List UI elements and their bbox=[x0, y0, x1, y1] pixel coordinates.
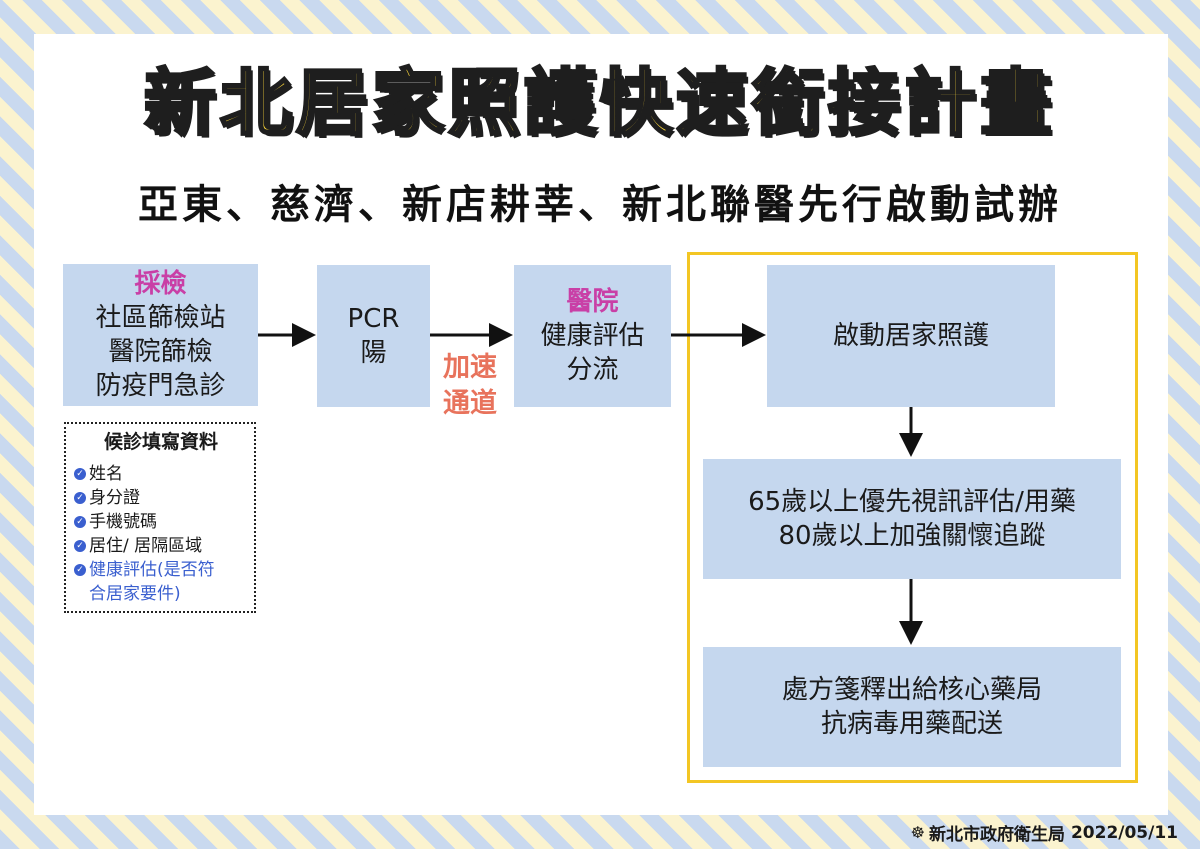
page-subtitle: 亞東、慈濟、新店耕莘、新北聯醫先行啟動試辦 bbox=[138, 182, 1062, 228]
home-care-frame bbox=[687, 252, 1138, 783]
delivery-line: 處方箋釋出給核心藥局 bbox=[781, 675, 1042, 705]
assessment-line: 80歲以上加強關懷追蹤 bbox=[778, 521, 1046, 551]
step-hospital-box: 醫院 健康評估 分流 bbox=[514, 265, 671, 407]
check-circle-icon: ✓ bbox=[74, 468, 86, 480]
footer-date: 2022/05/11 bbox=[1070, 822, 1178, 843]
checklist-item-label: 手機號碼 bbox=[89, 512, 157, 532]
assessment-line: 65歲以上優先視訊評估/用藥 bbox=[748, 487, 1076, 517]
step-hospital-line: 健康評估 bbox=[540, 321, 645, 351]
checklist-item: ✓ 手機號碼 bbox=[74, 510, 248, 534]
footer-org: 新北市政府衛生局 bbox=[928, 825, 1065, 845]
home-care-start-box: 啟動居家照護 bbox=[767, 265, 1055, 407]
delivery-line: 抗病毒用藥配送 bbox=[820, 709, 1003, 739]
step-screening-line: 醫院篩檢 bbox=[108, 337, 213, 367]
checklist-item-label: 居住/ 居隔區域 bbox=[89, 536, 203, 556]
step-hospital-line: 分流 bbox=[566, 355, 619, 385]
check-circle-icon: ✓ bbox=[74, 564, 86, 576]
checklist-item: ✓ 居住/ 居隔區域 bbox=[74, 534, 248, 558]
step-hospital-heading: 醫院 bbox=[566, 287, 619, 317]
health-bureau-logo-icon: ☸ bbox=[910, 823, 925, 842]
step-screening-heading: 採檢 bbox=[134, 269, 187, 299]
check-circle-icon: ✓ bbox=[74, 492, 86, 504]
step-pcr-box: PCR 陽 bbox=[317, 265, 430, 407]
checklist-item: ✓ 身分證 bbox=[74, 486, 248, 510]
footer: ☸ 新北市政府衛生局 2022/05/11 bbox=[910, 820, 1178, 846]
delivery-box: 處方箋釋出給核心藥局 抗病毒用藥配送 bbox=[703, 647, 1121, 767]
fast-track-line: 通道 bbox=[443, 388, 497, 419]
check-circle-icon: ✓ bbox=[74, 540, 86, 552]
checklist-item-label: 身分證 bbox=[89, 488, 140, 508]
checklist-item-label-part: 合居家要件) bbox=[89, 584, 181, 604]
check-circle-icon: ✓ bbox=[74, 516, 86, 528]
step-pcr-line: PCR bbox=[347, 304, 400, 334]
step-screening-line: 防疫門急診 bbox=[95, 371, 226, 401]
fast-track-label: 加速 通道 bbox=[432, 350, 508, 422]
home-care-start-label: 啟動居家照護 bbox=[832, 321, 989, 351]
checklist-item-label: 姓名 bbox=[89, 464, 123, 484]
step-screening-line: 社區篩檢站 bbox=[95, 303, 226, 333]
waiting-form-checklist: 候診填寫資料 ✓ 姓名 ✓ 身分證 ✓ 手機號碼 ✓ 居住/ 居隔區域 ✓ 健康… bbox=[64, 422, 256, 613]
checklist-item-label-part: 健康評估(是否符 bbox=[89, 560, 215, 580]
checklist-item-label: 健康評估(是否符 合居家要件) bbox=[89, 558, 215, 606]
step-screening-box: 採檢 社區篩檢站 醫院篩檢 防疫門急診 bbox=[63, 264, 258, 406]
step-pcr-line: 陽 bbox=[360, 338, 387, 368]
page-title: 新北居家照護快速銜接計畫 bbox=[142, 60, 1056, 147]
checklist-item: ✓ 姓名 bbox=[74, 462, 248, 486]
checklist-heading: 候診填寫資料 bbox=[103, 431, 218, 453]
fast-track-line: 加速 bbox=[443, 352, 497, 383]
assessment-box: 65歲以上優先視訊評估/用藥 80歲以上加強關懷追蹤 bbox=[703, 459, 1121, 579]
checklist-item: ✓ 健康評估(是否符 合居家要件) bbox=[74, 558, 248, 606]
